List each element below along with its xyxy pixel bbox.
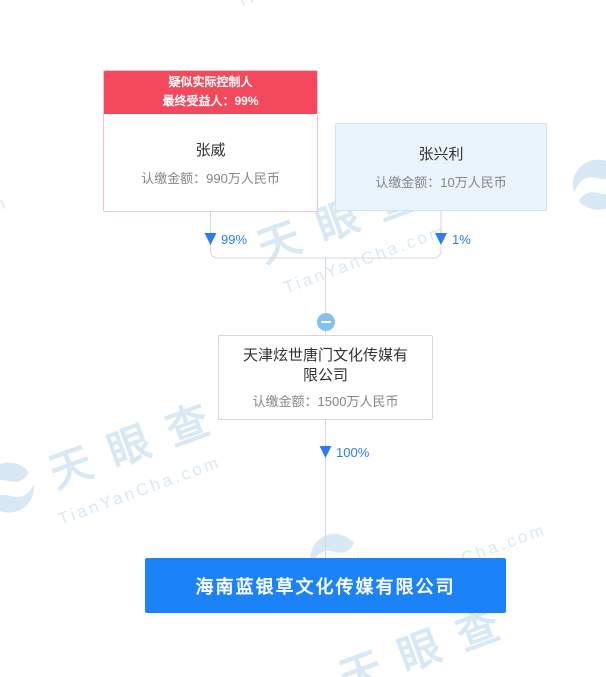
company-name: 海南蓝银草文化传媒有限公司 [195,576,456,597]
shareholder-name: 张威 [195,141,226,159]
shareholder-node-zhangwei[interactable]: 疑似实际控制人 最终受益人：99% 张威 认缴金额：990万人民币 [103,70,318,212]
badge-line-1: 疑似实际控制人 [168,75,253,89]
ownership-percent-label: 100% [336,445,370,460]
subscribed-amount: 认缴金额：1500万人民币 [252,393,399,409]
ownership-percent-label: 1% [452,232,471,247]
subscribed-amount: 认缴金额：990万人民币 [141,170,280,186]
actual-controller-badge: 疑似实际控制人 最终受益人：99% [104,71,317,114]
badge-line-2: 最终受益人：99% [162,94,259,108]
arrow-down-icon [319,446,332,458]
ownership-percent-label: 99% [221,232,248,247]
arrow-down-icon [204,233,217,245]
arrow-down-icon [435,233,447,245]
subscribed-amount: 认缴金额：10万人民币 [375,175,507,190]
target-company-node[interactable]: 海南蓝银草文化传媒有限公司 [145,558,506,613]
company-name: 天津炫世唐门文化传媒有限公司 [243,346,409,384]
shareholder-name: 张兴利 [418,146,464,163]
collapse-node-button[interactable] [317,313,335,331]
holding-company-node[interactable]: 天津炫世唐门文化传媒有限公司 认缴金额：1500万人民币 [218,335,433,420]
shareholder-node-zhangxingli[interactable]: 张兴利 认缴金额：10万人民币 [335,123,547,211]
